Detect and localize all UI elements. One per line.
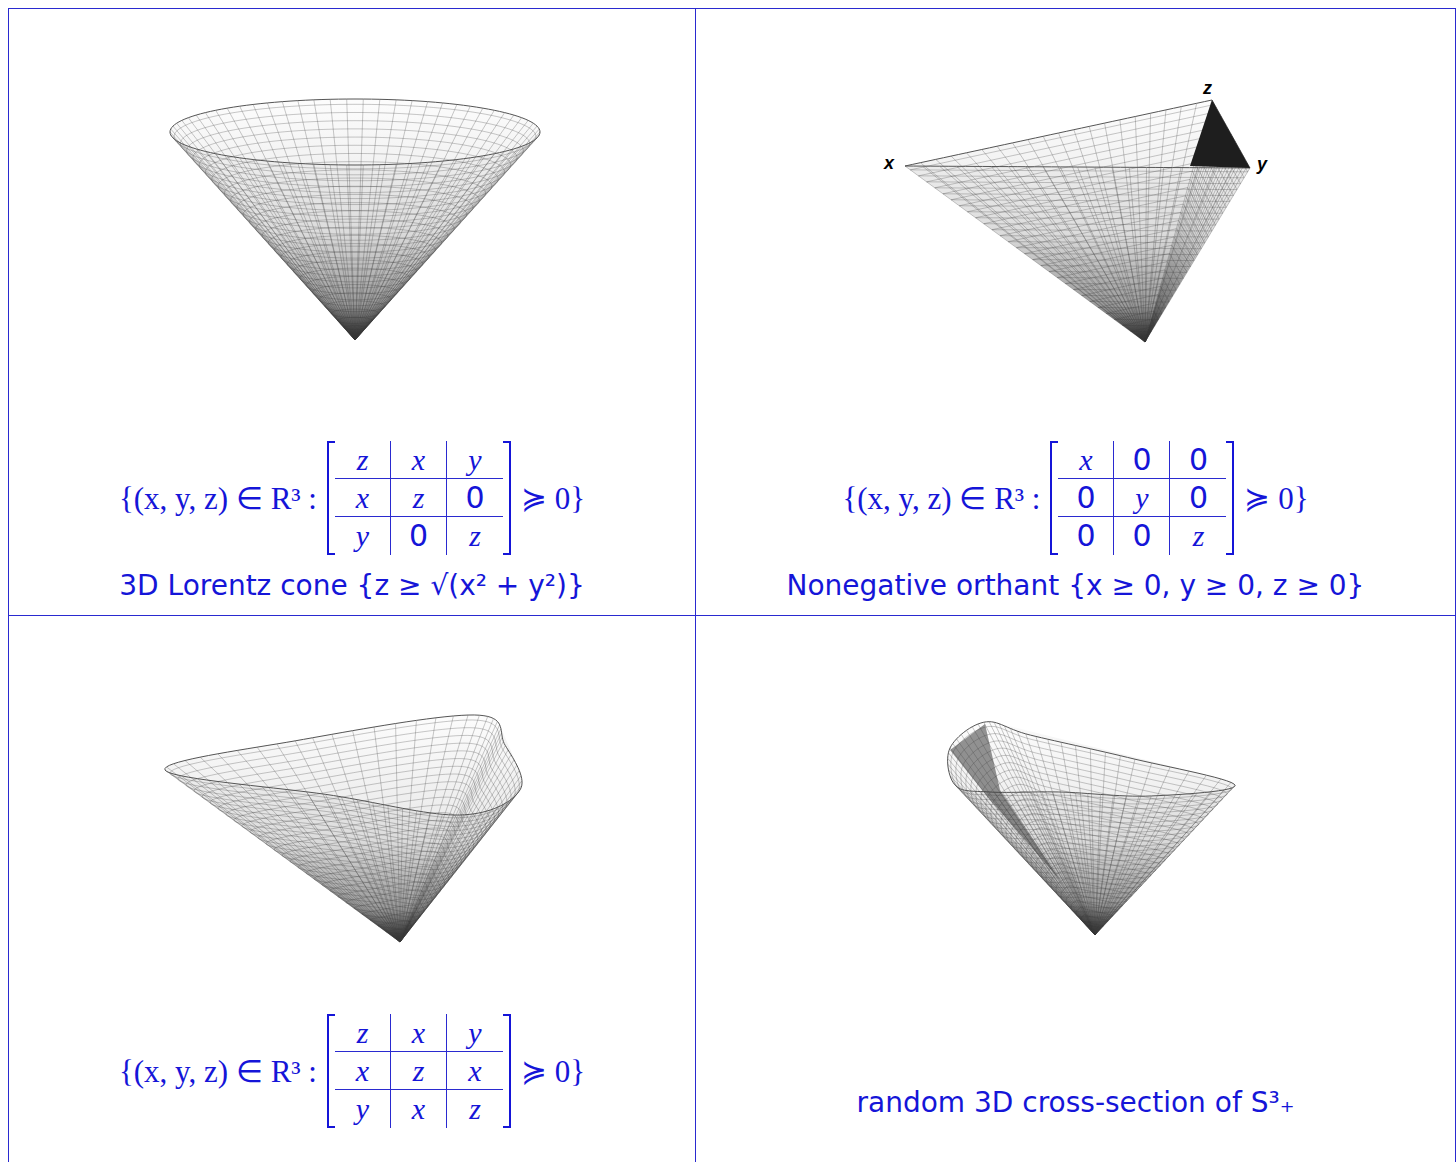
- set-definition: {(x, y, z) ∈ R³ :zxyxz0y0z≽ 0}: [9, 441, 695, 555]
- matrix: x000y000z: [1050, 441, 1234, 555]
- lorentz-cone: [170, 99, 540, 340]
- cone-rim: [165, 715, 522, 815]
- matrix-entry: 0: [447, 479, 503, 517]
- matrix-grid: zxyxzxyxz: [335, 1014, 503, 1128]
- caption: 3D Lorentz cone {z ≥ √(x² + y²)}: [119, 569, 585, 602]
- matrix-grid: zxyxz0y0z: [335, 441, 503, 555]
- right-bracket: [503, 441, 511, 555]
- set-suffix: ≽ 0}: [521, 480, 585, 517]
- figure-panel: {(x, y, z) ∈ R³ :x000y000z≽ 0}Nonegative…: [695, 8, 1456, 616]
- matrix-entry: x: [335, 479, 391, 517]
- set-prefix: {(x, y, z) ∈ R³ :: [842, 480, 1040, 517]
- matrix-cone: [165, 715, 522, 942]
- matrix-grid: x000y000z: [1058, 441, 1226, 555]
- matrix-entry: z: [335, 441, 391, 479]
- dark-face: [1190, 100, 1250, 168]
- matrix-entry: x: [1058, 441, 1114, 479]
- right-bracket: [1226, 441, 1234, 555]
- left-bracket: [327, 1014, 335, 1128]
- matrix-entry: z: [391, 1052, 447, 1090]
- set-suffix: ≽ 0}: [521, 1053, 585, 1090]
- matrix-entry: y: [447, 1014, 503, 1052]
- matrix-entry: y: [447, 441, 503, 479]
- matrix-entry: 0: [1170, 441, 1226, 479]
- cone-mesh: [905, 100, 1250, 342]
- cone-mesh: [948, 722, 1235, 935]
- matrix-entry: y: [1114, 479, 1170, 517]
- matrix-entry: x: [447, 1052, 503, 1090]
- left-bracket: [327, 441, 335, 555]
- figure-panel: {(x, y, z) ∈ R³ :zxyxz0y0z≽ 0}3D Lorentz…: [8, 8, 696, 616]
- caption: random 3D cross-section of S³₊: [857, 1086, 1295, 1119]
- matrix-entry: x: [391, 441, 447, 479]
- cone-surface: [948, 722, 1236, 935]
- cone-surface: [905, 100, 1250, 342]
- shadow-fold: [950, 724, 1060, 880]
- caption-line: Nonegative orthant {x ≥ 0, y ≥ 0, z ≥ 0}: [696, 569, 1455, 602]
- cone-rim: [170, 99, 540, 165]
- matrix-entry: 0: [391, 517, 447, 555]
- set-suffix: ≽ 0}: [1244, 480, 1308, 517]
- matrix-entry: y: [335, 1090, 391, 1128]
- matrix-entry: y: [335, 517, 391, 555]
- matrix-entry: 0: [1170, 479, 1226, 517]
- matrix-entry: z: [391, 479, 447, 517]
- matrix-entry: z: [447, 517, 503, 555]
- set-prefix: {(x, y, z) ∈ R³ :: [119, 1053, 317, 1090]
- matrix-entry: x: [391, 1014, 447, 1052]
- caption-line: 3D Lorentz cone {z ≥ √(x² + y²)}: [9, 569, 695, 602]
- matrix-entry: z: [1170, 517, 1226, 555]
- set-prefix: {(x, y, z) ∈ R³ :: [119, 480, 317, 517]
- axis-label: y: [1257, 154, 1267, 175]
- set-definition: {(x, y, z) ∈ R³ :zxyxzxyxz≽ 0}: [9, 1014, 695, 1128]
- cone-mesh: [165, 715, 522, 942]
- caption-line: random 3D cross-section of S³₊: [696, 1086, 1455, 1119]
- cone-rim: [905, 100, 1250, 168]
- matrix-entry: x: [391, 1090, 447, 1128]
- cone-mesh: [170, 99, 540, 340]
- caption: Nonegative orthant {x ≥ 0, y ≥ 0, z ≥ 0}: [787, 569, 1365, 602]
- orthant-cone: [905, 100, 1250, 342]
- cone-surface: [170, 99, 540, 340]
- matrix-entry: x: [335, 1052, 391, 1090]
- axis-label: z: [1203, 78, 1212, 99]
- set-definition: {(x, y, z) ∈ R³ :x000y000z≽ 0}: [696, 441, 1455, 555]
- cone-surface: [165, 715, 522, 942]
- matrix-entry: 0: [1114, 517, 1170, 555]
- left-bracket: [1050, 441, 1058, 555]
- matrix-entry: 0: [1058, 479, 1114, 517]
- figure-panel: {(x, y, z) ∈ R³ :zxyxzxyxz≽ 0}: [8, 615, 696, 1162]
- matrix: zxyxzxyxz: [327, 1014, 511, 1128]
- figure-panel: random 3D cross-section of S³₊: [695, 615, 1456, 1162]
- random-section-cone: [948, 722, 1236, 935]
- matrix-entry: z: [335, 1014, 391, 1052]
- matrix-entry: 0: [1114, 441, 1170, 479]
- matrix-entry: z: [447, 1090, 503, 1128]
- right-bracket: [503, 1014, 511, 1128]
- axis-label: x: [884, 153, 894, 174]
- matrix: zxyxz0y0z: [327, 441, 511, 555]
- cone-opening: [170, 99, 540, 165]
- matrix-entry: 0: [1058, 517, 1114, 555]
